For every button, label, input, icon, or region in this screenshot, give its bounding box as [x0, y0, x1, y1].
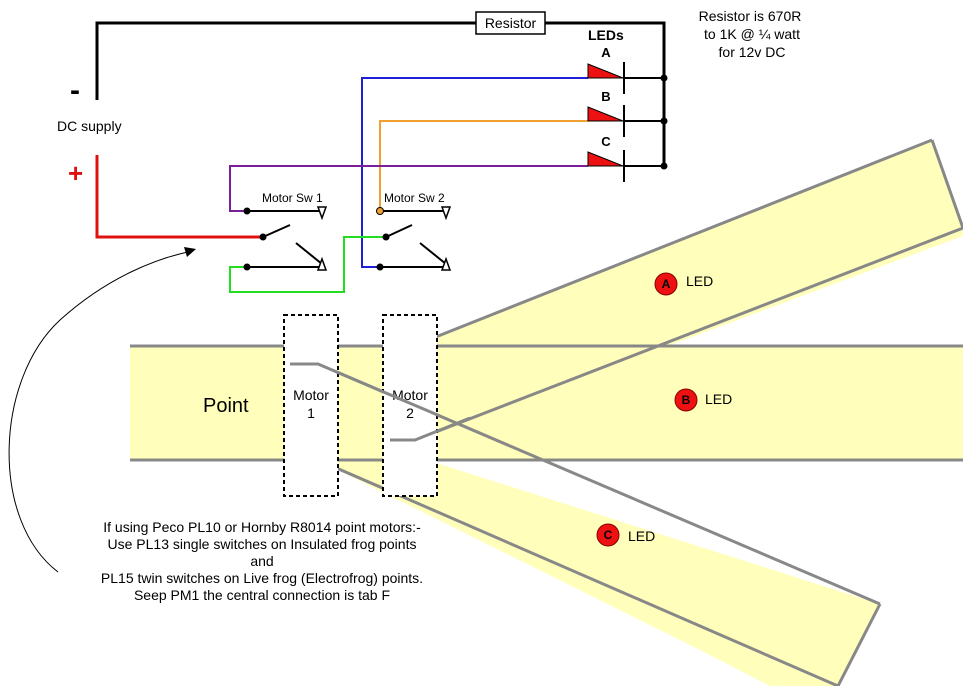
track-led-c: C LED [596, 523, 655, 547]
dc-supply-label: DC supply [57, 118, 122, 134]
resistor: Resistor [475, 11, 546, 35]
track-main [130, 346, 963, 460]
track-led-b-id: B [682, 393, 691, 407]
led-b-label: B [601, 89, 610, 104]
track-led-a-label: LED [686, 273, 713, 289]
track [130, 138, 963, 688]
track-branch-c [318, 460, 880, 686]
resistor-note-line3: for 12v DC [719, 44, 786, 60]
resistor-note-line1: Resistor is 670R [699, 8, 802, 24]
pointer-arrow [8, 251, 189, 573]
motor-1-label-line2: 1 [307, 405, 315, 421]
track-led-a-id: A [662, 277, 671, 291]
track-led-a: A LED [654, 272, 713, 296]
pointer-arrow-head [184, 247, 196, 257]
led-c-label: C [601, 134, 611, 149]
junction-b [660, 117, 668, 125]
track-led-b: B LED [674, 388, 732, 412]
point-label: Point [203, 395, 249, 417]
led-a-label: A [601, 45, 611, 60]
plus-sign: + [68, 158, 83, 188]
motor-2-label-line2: 2 [406, 405, 414, 421]
rail-branch-c-bottom [317, 458, 839, 688]
note-line5: Seep PM1 the central connection is tab F [134, 587, 390, 603]
track-led-c-label: LED [628, 528, 655, 544]
point-blade-1 [290, 362, 441, 418]
track-led-c-id: C [604, 528, 613, 542]
led-c: C [587, 134, 625, 182]
wire-led-a [361, 77, 588, 268]
wire-led-b [379, 120, 588, 211]
note-line1: If using Peco PL10 or Hornby R8014 point… [103, 519, 421, 535]
negative-wire [95, 21, 476, 100]
motor-sw-2-label: Motor Sw 2 [384, 191, 445, 205]
motor-2-label-line1: Motor [392, 387, 428, 403]
wire-led-c [229, 165, 588, 212]
resistor-label: Resistor [485, 15, 537, 31]
motor-1-label-line1: Motor [293, 387, 329, 403]
motor-switch-2: Motor Sw 2 [376, 191, 452, 271]
note-line2: Use PL13 single switches on Insulated fr… [108, 536, 417, 552]
positive-wire [95, 155, 263, 239]
point-blade-2 [390, 416, 471, 442]
rail-branch-a-top [412, 138, 933, 348]
point-motor-1: Motor 1 [283, 314, 339, 497]
led-b: B [587, 89, 625, 137]
rail-branch-c-end [836, 603, 882, 687]
leds-heading: LEDs [588, 27, 624, 43]
junction-c [660, 162, 668, 170]
motor-sw-1-label: Motor Sw 1 [262, 191, 323, 205]
note-line3: and [250, 553, 273, 569]
minus-sign: - [70, 74, 80, 107]
motor-switch-1: Motor Sw 1 [243, 191, 328, 271]
note-line4: PL15 twin switches on Live frog (Electro… [101, 570, 423, 586]
rail-branch-a-end [930, 139, 963, 229]
junction-a [660, 74, 668, 82]
led-a: A [587, 45, 625, 94]
wire-green-link [229, 236, 386, 293]
resistor-note-line2: to 1K @ ¼ watt [704, 26, 800, 42]
point-motor-2: Motor 2 [382, 314, 438, 497]
track-led-b-label: LED [705, 391, 732, 407]
